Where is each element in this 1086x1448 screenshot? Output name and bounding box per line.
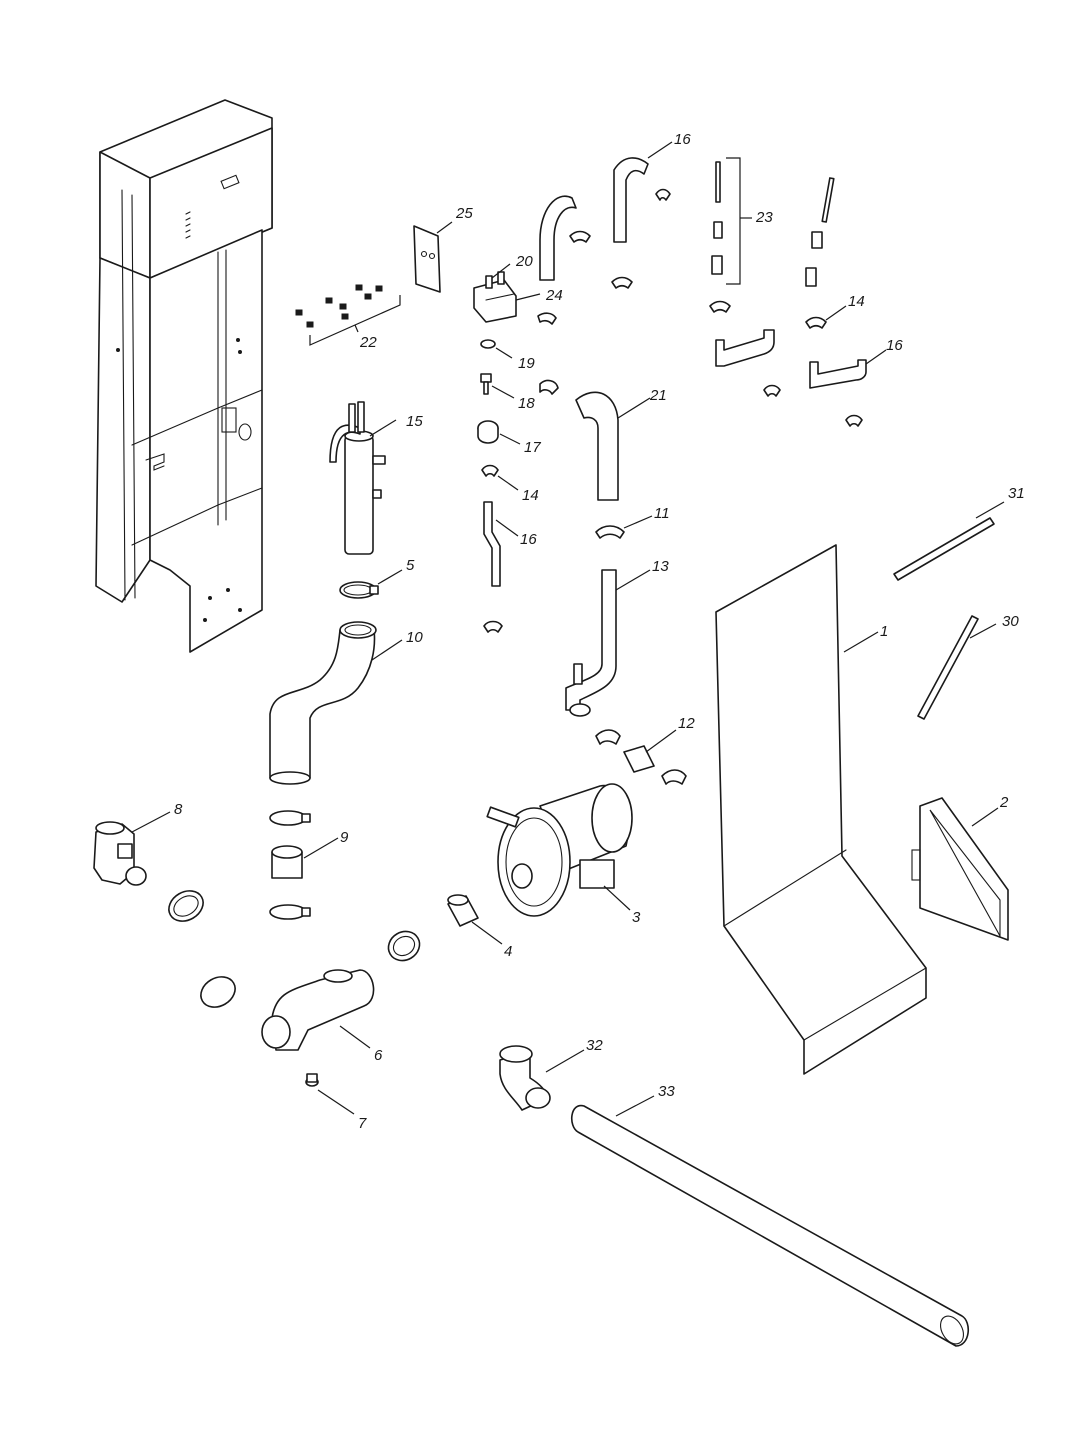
standpipe [329,401,397,555]
valve-block [473,263,557,325]
elbow-32 [499,1045,585,1111]
callout-16-right: 16 [886,337,903,354]
callout-14-left: 14 [522,487,539,504]
callout-25: 25 [455,205,473,222]
callout-14-right: 14 [848,293,865,310]
callout-11: 11 [654,505,670,522]
callout-8: 8 [174,801,183,818]
hoses-top [539,141,887,427]
blower-motor [486,783,633,917]
callout-31: 31 [1008,485,1025,502]
callout-4: 4 [504,943,512,960]
long-pipe-33 [571,1095,969,1347]
callout-18: 18 [518,395,535,412]
callout-15: 15 [406,413,423,430]
bracket-2 [911,797,1009,941]
callout-24: 24 [545,287,563,304]
clamp-5 [339,569,403,599]
panel-1 [715,544,927,1075]
callout-13: 13 [652,558,669,575]
callout-9: 9 [340,829,349,846]
callout-1: 1 [880,623,888,640]
callout-23: 23 [755,209,773,226]
callout-10: 10 [406,629,423,646]
t-connector [200,969,375,1115]
callout-16-mid: 16 [520,531,537,548]
callout-12: 12 [678,715,695,732]
callout-3: 3 [632,909,641,926]
valve-8 [93,811,204,922]
hose-16-lower [483,501,519,633]
cover-plate [413,221,453,293]
callout-22: 22 [359,334,377,351]
callout-2: 2 [999,794,1009,811]
pipes-right-column [565,391,687,785]
callout-32: 32 [586,1037,603,1054]
callout-5: 5 [406,557,415,574]
callout-19: 19 [518,355,535,372]
callout-20: 20 [515,253,533,270]
screw-set [295,284,401,346]
callout-17: 17 [524,439,541,456]
s-bend-pipe [269,621,403,785]
callout-16-top: 16 [674,131,691,148]
coupling-9 [269,810,339,920]
sleeve-4 [387,894,503,962]
callout-7: 7 [358,1115,367,1132]
small-fittings [477,339,559,491]
callout-33: 33 [658,1083,675,1100]
callout-30: 30 [1002,613,1019,630]
mounting-frame [95,99,273,653]
callout-6: 6 [374,1047,383,1064]
rods [893,501,1005,720]
callout-21: 21 [649,387,667,404]
callout-labels: 1 2 3 4 5 6 7 8 9 10 11 12 13 14 14 15 1… [174,131,1025,1132]
